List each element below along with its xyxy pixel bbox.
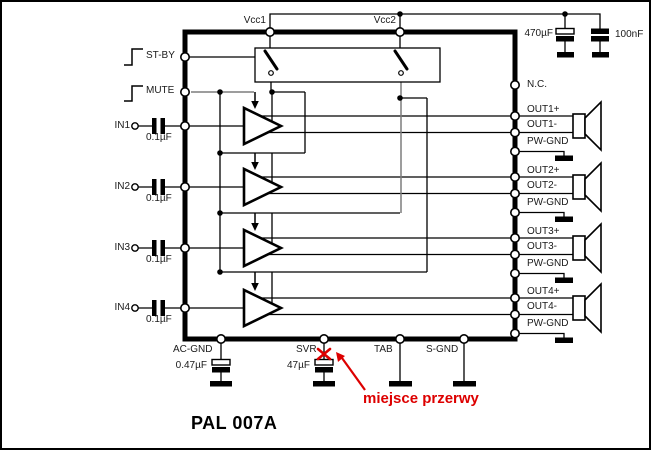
op-amp-icon [242,105,284,147]
cap-label-470uf: 470µF [524,28,553,39]
bypass-capacitor-icon [591,28,609,42]
mute-arrow-icon [251,283,259,291]
pin-label-vcc2: Vcc2 [373,15,396,26]
pin-label-out4n: OUT4- [527,301,557,312]
mute-bias-wires [191,75,402,213]
pin-label-tab: TAB [374,344,393,355]
pin-label-in3: IN3 [114,242,130,253]
step-signal-icon [124,85,143,102]
cap-label-acgnd: 0.47µF [175,360,207,371]
pin-label-in1: IN1 [114,120,130,131]
pin-label-out1p: OUT1+ [527,104,560,115]
op-amp-icon [242,166,284,208]
op-amp-icon [242,287,284,329]
pin-label-pwgnd1: PW-GND [527,136,569,147]
break-annotation: miejsce przerwy [363,390,479,407]
wire-net [138,13,601,381]
pin-label-stby: ST-BY [146,50,175,61]
pin-label-nc: N.C. [527,79,547,90]
mute-arrow-icon [251,101,259,109]
break-x-icon [316,347,332,361]
pin-label-in4: IN4 [114,302,130,313]
pin-label-acgnd: AC-GND [173,344,213,355]
chip-title: PAL 007A [191,413,278,433]
cap-label-in3: 0.1µF [146,254,172,265]
pin-label-out3p: OUT3+ [527,226,560,237]
switch-block-outline [254,47,441,83]
switch-contact [268,70,274,76]
pin-label-in2: IN2 [114,181,130,192]
pin-label-vcc1: Vcc1 [243,15,266,26]
switch-contact [398,70,404,76]
pin-label-out4p: OUT4+ [527,286,560,297]
cap-label-100nf: 100nF [615,29,644,40]
cap-label-svr: 47µF [287,360,310,371]
mute-arrow-icon [251,223,259,231]
cap-label-in4: 0.1µF [146,314,172,325]
junction-dot [217,11,568,275]
annotation-arrow-icon [336,352,366,391]
pin-label-pwgnd3: PW-GND [527,258,569,269]
input-capacitor-icon [152,118,165,316]
cap-label-in1: 0.1µF [146,132,172,143]
cap-label-in2: 0.1µF [146,193,172,204]
switch-blade-icon [263,49,279,71]
pin-label-out3n: OUT3- [527,241,557,252]
pin-label-pwgnd4: PW-GND [527,318,569,329]
step-signal-icon [124,48,143,66]
svr-capacitor-icon [314,358,334,373]
switch-blade-icon [393,49,409,71]
op-amp-icon [242,227,284,269]
mute-arrow-icon [251,162,259,170]
pin-label-pwgnd2: PW-GND [527,197,569,208]
ground-icon [210,52,609,387]
pin-label-out1n: OUT1- [527,119,557,130]
pin-label-mute: MUTE [146,85,175,96]
speaker-icon [572,100,602,334]
pin-label-out2p: OUT2+ [527,165,560,176]
bulk-capacitor-icon [555,27,575,42]
pin-label-out2n: OUT2- [527,180,557,191]
pin-label-svr: SVR [296,344,317,355]
ic-pin [180,26,520,344]
input-terminal [131,122,139,312]
pin-label-sgnd: S-GND [426,344,459,355]
acgnd-capacitor-icon [211,358,231,373]
